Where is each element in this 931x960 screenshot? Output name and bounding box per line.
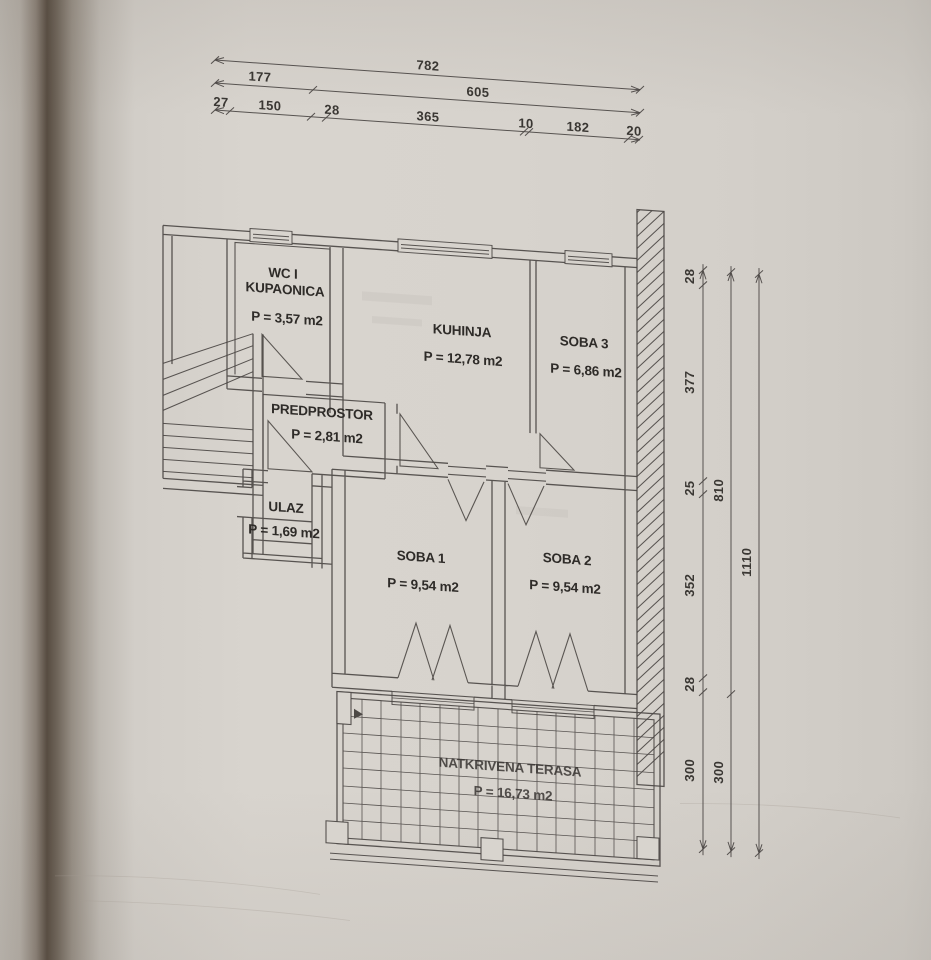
dim-top: 20	[626, 123, 641, 139]
dim-top: 177	[249, 68, 272, 85]
room-name: SOBA 3	[560, 333, 609, 351]
room-area: P = 1,69 m2	[248, 521, 319, 541]
dim-right: 810	[711, 478, 726, 502]
windows	[249, 227, 613, 268]
dim-top: 182	[567, 119, 590, 136]
room-label-terasa: NATKRIVENA TERASA P = 16,73 m2	[439, 755, 582, 804]
room-label-wc: WC I KUPAONICA P = 3,57 m2	[246, 265, 325, 329]
terrace-wall-stub	[336, 690, 352, 726]
wc-door-swing	[261, 332, 304, 380]
dim-top: 150	[259, 97, 282, 114]
pencil-smudges	[54, 803, 901, 921]
soba2-door-swing	[507, 483, 545, 527]
room-label-ulaz: ULAZ P = 1,69 m2	[248, 499, 319, 542]
room-name: KUPAONICA	[246, 279, 325, 300]
predprostor-kitchen-door-swing	[399, 412, 440, 470]
room-label-soba1: SOBA 1 P = 9,54 m2	[387, 548, 458, 595]
room-area: P = 12,78 m2	[424, 349, 503, 369]
room-area: P = 9,54 m2	[529, 577, 600, 597]
dim-total-width: 782	[417, 57, 440, 74]
room-name: WC I	[268, 265, 297, 282]
soba2-terrace-door-leaf	[517, 629, 555, 689]
room-area: P = 2,81 m2	[291, 426, 362, 446]
soba1-door-swing	[447, 479, 485, 522]
right-dimensions: 28 377 25 352 28 300 810 300 1110	[682, 264, 764, 860]
dim-right: 300	[711, 760, 726, 784]
dim-right: 300	[682, 758, 697, 782]
dim-top: 365	[417, 108, 440, 125]
room-name: PREDPROSTOR	[271, 401, 373, 423]
dim-right: 377	[682, 370, 697, 394]
room-label-soba2: SOBA 2 P = 9,54 m2	[529, 550, 600, 597]
terrace-entry-arrow-icon	[354, 708, 363, 719]
terrace-column	[636, 835, 660, 861]
soba3-door-swing	[539, 432, 576, 471]
walls	[162, 224, 637, 710]
dim-top: 28	[324, 102, 339, 118]
top-dimensions: 782 177 605 27 150 28 365 10 182 20	[210, 55, 645, 144]
room-area: P = 9,54 m2	[387, 575, 458, 595]
room-label-soba3: SOBA 3 P = 6,86 m2	[550, 333, 621, 380]
soba1-terrace-door-leaf	[397, 621, 435, 681]
staircase	[162, 333, 254, 479]
room-name: SOBA 2	[543, 550, 592, 568]
party-wall-hatched	[636, 208, 665, 788]
soba1-terrace-door-leaf	[431, 623, 469, 683]
room-label-kuhinja: KUHINJA P = 12,78 m2	[424, 321, 503, 369]
room-label-predprostor: PREDPROSTOR P = 2,81 m2	[271, 401, 373, 446]
dim-right: 28	[682, 676, 697, 692]
dim-top: 605	[467, 84, 490, 101]
dim-top: 10	[518, 115, 533, 131]
terrace-column	[480, 837, 504, 862]
room-area: P = 6,86 m2	[550, 360, 621, 380]
terrace	[325, 690, 661, 883]
room-area: P = 3,57 m2	[251, 309, 322, 329]
dim-right: 25	[682, 480, 697, 496]
soba2-terrace-door-leaf	[551, 632, 589, 692]
room-name: ULAZ	[268, 499, 303, 516]
terrace-column	[325, 820, 349, 845]
room-area: P = 16,73 m2	[474, 783, 553, 803]
room-name: KUHINJA	[433, 321, 492, 340]
print-bleed-ghosts	[362, 291, 568, 518]
dim-right-total: 1110	[739, 547, 754, 577]
dim-top: 27	[213, 94, 228, 110]
ulaz-predprostor-door-swing	[267, 419, 314, 473]
door-swings	[261, 332, 595, 720]
room-name: SOBA 1	[397, 548, 446, 566]
dim-right: 28	[682, 268, 697, 284]
dim-right: 352	[682, 573, 697, 597]
